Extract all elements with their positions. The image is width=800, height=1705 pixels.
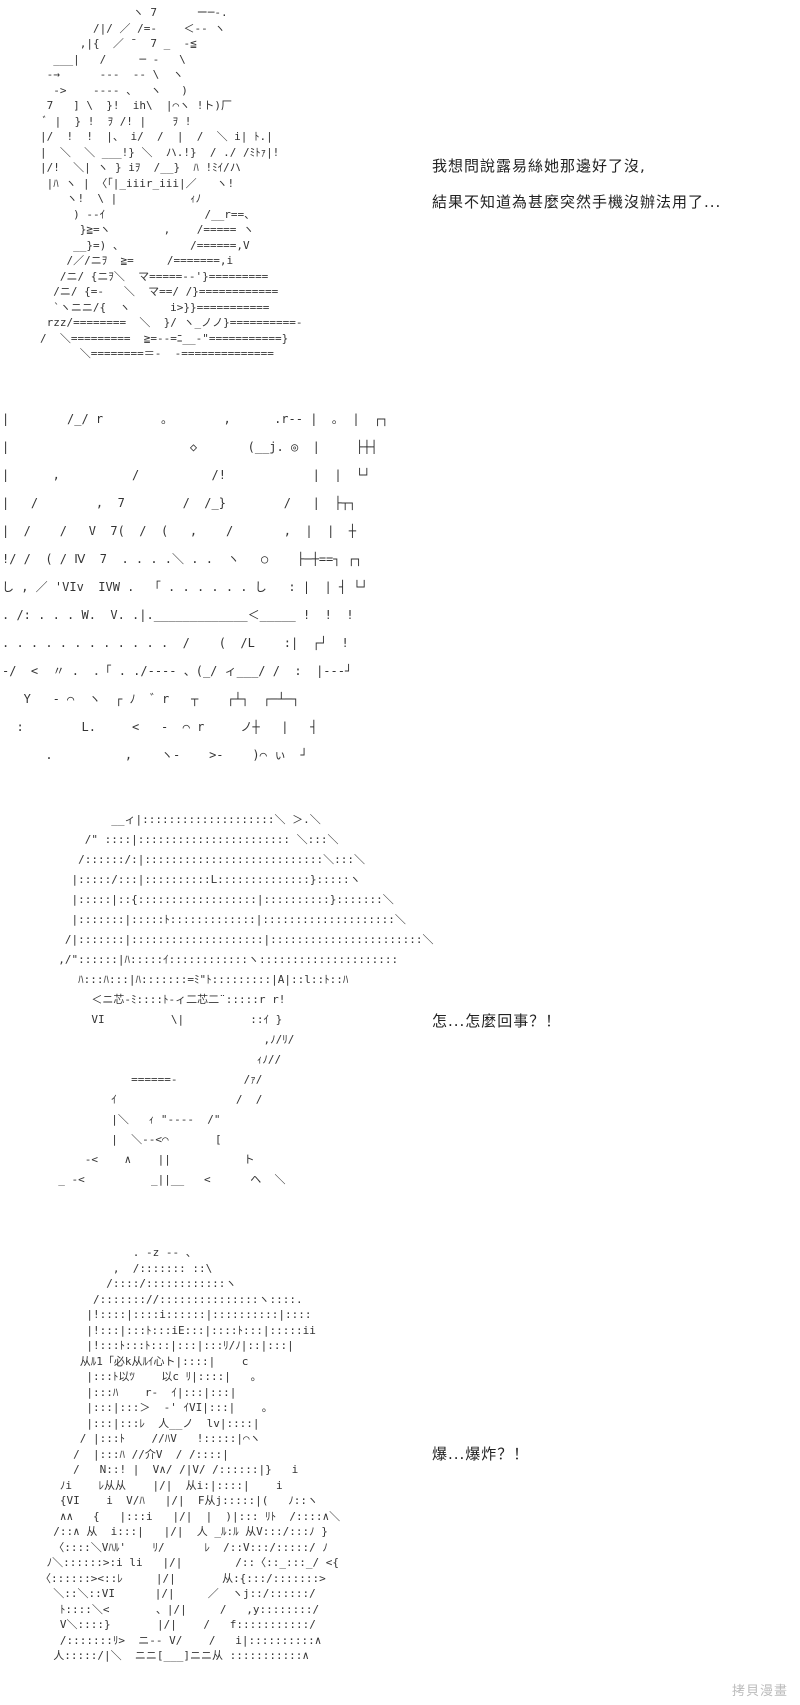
ascii-art-line: |ﾊ ヽ | 〈「|_iiir_iii|／ ヽ! (40, 176, 235, 190)
panel-4: . -z ‐‐ 、 , /::::::: ::\ /::::/:::::::::… (0, 1240, 800, 1705)
ascii-art-line: rzz/======== ＼ }/ ヽ_ノノ}==========‐ (40, 316, 303, 329)
ascii-art-line: | ＼‐‐<⌒ [ (45, 1133, 222, 1146)
ascii-art-line: : L. < ‐ ⌒ r ノ┼ | ┤ (2, 720, 318, 734)
dialog-text: 我想問說露易絲她那邊好了沒, 結果不知道為甚麼突然手機沒辦法用了... (432, 148, 721, 220)
ascii-art-line: . . . . . . . . . . . . / ( /L :| ┌┘ ! (2, 636, 349, 650)
ascii-art-line: {VI i V/ﾊ |/| F从j:::::|( ﾉ::ヽ (40, 1494, 319, 1507)
ascii-art-line: |/ ! ! |、 i/ / | / ＼ i| ﾄ.| (40, 130, 273, 143)
ascii-art-line: /|/ ／ /=‐ ＜‐‐ ヽ (40, 21, 226, 35)
ascii-art-explosion: | /_/ r 。 , .r‐‐ | ｡ | ┌┐ | ◇ (__j. ◎ | ├… (2, 405, 388, 769)
ascii-art-line: ﾞ | } ! ｦ /! | ｦ ! (40, 114, 192, 128)
panel-3: __ィ|::::::::::::::::::::＼ ＞.＼ /" ::::|::… (0, 805, 800, 1225)
ascii-art-line: |!::::|::::i::::::|::::::::::|:::: (40, 1308, 312, 1321)
ascii-art-line: | ＼ ＼ ___!} ＼ ハ.!} / ./ /ﾐﾄｧ|! (40, 145, 280, 159)
ascii-art-line: ‐/ < 〃 . ．「 . ./‐‐‐‐ 、(_/ ィ___/ / : |‐‐‐… (2, 664, 353, 678)
dialog-line: 結果不知道為甚麼突然手機沒辦法用了... (432, 193, 722, 211)
ascii-art-line: !/ / ( / Ⅳ 7 . . . .＼ . . ヽ ○ ├─┼==┐ ┌┐ (2, 552, 363, 566)
ascii-art-line: |:::ﾄ以ﾂ 以c ﾘ|::::| 。 (40, 1370, 262, 1383)
ascii-art-line: ｨﾉ// (45, 1053, 282, 1066)
ascii-art-line: | / , 7 / /_} / | ├┬┐ (2, 496, 357, 510)
ascii-art-line: ＼::＼::VI |/| ／ ヽj::/::::::/ (40, 1587, 316, 1600)
ascii-art-line: |:::::::|:::::ﾄ:::::::::::::|:::::::::::… (45, 913, 406, 926)
ascii-art-line: | , / /! | | └┘ (2, 468, 371, 482)
ascii-art-line: |!:::|:::ﾄ:::iE:::|::::ﾄ:::|:::::ii (40, 1323, 316, 1337)
ascii-art-line: /／/ニｦ ≧= /=======,i (40, 254, 234, 267)
ascii-art-line: . , ヽ‐ >‐ )⌒ ぃ ┘ (2, 748, 308, 762)
ascii-art-line: |!:::ﾄ:::ﾄ:::|:::|:::ﾘ/ﾉ|::|:::| (40, 1339, 294, 1352)
ascii-art-line: ＼========＝- -============== (40, 347, 274, 360)
ascii-art-line: ﾉ＼::::::>:i li |/| /::〈::_:::_/ <{ (40, 1556, 340, 1569)
ascii-art-line: ,|{ ／ ̄ 7 _ ‐≦ (40, 37, 197, 50)
ascii-art-line: /::::::/:|:::::::::::::::::::::::::::＼::… (45, 853, 366, 866)
ascii-art-line: ‐→ ‐‐‐ ‐‐ \ ヽ (40, 68, 184, 81)
dialog-line: 怎...怎麼回事？！ (432, 1012, 562, 1030)
ascii-art-girl-figure: . -z ‐‐ 、 , /::::::: ::\ /::::/:::::::::… (40, 1245, 340, 1664)
ascii-art-line: ＜ニ芯‐ﾐ::::ﾄ‐ィ二芯二¨:::::r r! (45, 993, 286, 1006)
ascii-art-boy-face: ヽ 7 ー─‐. /|/ ／ /=‐ ＜‐‐ ヽ ,|{ ／ ̄ 7 _ ‐≦ … (40, 5, 303, 362)
ascii-art-line: | /_/ r 。 , .r‐‐ | ｡ | ┌┐ (2, 412, 389, 426)
dialog-text: 爆...爆炸？！ (432, 1436, 529, 1472)
ascii-art-line: / N::! | V∧/ /|V/ /::::::|} i (40, 1463, 299, 1476)
ascii-art-line: |:::|:::ﾚ 人__ノ lv|::::| (40, 1416, 260, 1430)
ascii-art-line: -> ‐‐‐‐ 、 ヽ ) (40, 83, 188, 97)
ascii-art-line: ﾊ:::ﾊ:::|ﾊ:::::::=ﾐ"ﾄ:::::::::|A|::l::ﾄ:… (45, 973, 349, 986)
ascii-art-line: `ヽニニ/{ ヽ i>}}=========== (40, 300, 270, 314)
ascii-art-line: /::∧ 从 i:::| |/| 人 _ﾙ:ﾙ 从V:::/:::ﾉ } (40, 1525, 328, 1538)
ascii-art-line: /|:::::::|::::::::::::::::::::|:::::::::… (45, 933, 434, 946)
ascii-art-line: |:::ﾊ r‐ ｲ|:::|:::| (40, 1385, 237, 1399)
ascii-art-line: ,ﾉ/ﾘ/ (45, 1033, 295, 1046)
ascii-art-line: ,/"::::::|ﾊ:::::ｲ::::::::::::ヽ::::::::::… (45, 953, 405, 966)
ascii-art-line: |:::::|::{::::::::::::::::::|::::::::::}… (45, 893, 394, 906)
ascii-art-line: ヽ 7 ー─‐. (40, 6, 228, 19)
ascii-art-line: V＼::::} |/| / f:::::::::::/ (40, 1618, 316, 1631)
ascii-art-line: | / / V 7( / ( , / , | | ┼ (2, 524, 357, 538)
watermark: 拷貝漫畫 (731, 1684, 788, 1699)
ascii-art-line: |＼ ｨ "‐‐‐‐ /" (45, 1113, 221, 1126)
ascii-art-line: 从ﾙ1「必k从ﾙｲ心ト|::::| c (40, 1354, 249, 1368)
ascii-art-line: /::::::://:::::::::::::::ヽ::::. (40, 1292, 303, 1306)
panel-1: ヽ 7 ー─‐. /|/ ／ /=‐ ＜‐‐ ヽ ,|{ ／ ̄ 7 _ ‐≦ … (0, 0, 800, 380)
ascii-art-line: VI \| ::ｲ } (45, 1013, 283, 1026)
ascii-art-line: ___| / ─ - \ (40, 52, 186, 66)
ascii-art-line: . -z ‐‐ 、 (40, 1246, 197, 1259)
ascii-art-line: 〈::::＼Vﾊﾙ' ﾘ/ ﾚ /::V:::/:::::/ ﾉ (40, 1540, 328, 1554)
ascii-art-line: /ニ/ {ニｦ＼ マ=====‐‐'}========= (40, 269, 269, 283)
dialog-line: 我想問說露易絲她那邊好了沒, (432, 157, 646, 175)
ascii-art-line: ﾄ::::＼< 、|/| / ,y::::::::/ (40, 1602, 320, 1616)
ascii-art-line: __ィ|::::::::::::::::::::＼ ＞.＼ (45, 813, 321, 826)
ascii-art-line: /::::/::::::::::::ヽ (40, 1277, 237, 1290)
ascii-art-line: __}=) 、 /======,V (40, 238, 250, 252)
ascii-art-line: , /::::::: ::\ (40, 1261, 213, 1275)
ascii-art-line: / |:::ﾊ //介V / /::::| (40, 1447, 229, 1461)
ascii-art-shocked-face: __ィ|::::::::::::::::::::＼ ＞.＼ /" ::::|::… (45, 810, 434, 1190)
ascii-art-line: ﾉi ﾚ从从 |/| 从i:|::::| i (40, 1478, 283, 1492)
panel-2: | /_/ r 。 , .r‐‐ | ｡ | ┌┐ | ◇ (__j. ◎ | ├… (0, 400, 800, 800)
ascii-art-line: |:::|:::＞ ‐' ｲVI|:::| 。 (40, 1401, 273, 1414)
ascii-art-line: /" ::::|::::::::::::::::::::::: ＼:::＼ (45, 833, 339, 846)
dialog-text: 怎...怎麼回事？！ (432, 1003, 561, 1039)
ascii-art-line: | ◇ (__j. ◎ | ├┼┤ (2, 440, 378, 454)
ascii-art-line: Y ‐ ⌒ ヽ ┌ ﾉ ゛r ┬ ┌┴┐ ┌─┴─┐ (2, 692, 300, 706)
ascii-art-line: }≧=ヽ , /===== ヽ (40, 223, 255, 236)
ascii-art-line: ∧∧ { |:::i |/| | )|::: ﾘﾄ /::::∧＼ (40, 1509, 341, 1523)
ascii-art-line: 7 ] \ }! ih\ |⌒ヽ !ト)厂 (40, 99, 232, 112)
ascii-art-line: ｲ / / (45, 1093, 263, 1106)
ascii-art-line: . /: . . . W. V. .|._____________＜_____ … (2, 608, 354, 622)
ascii-art-line: 〈::::::><::ﾚ |/| 从:{:::/:::::::> (40, 1571, 326, 1585)
ascii-art-line: ‐< ∧ || ト (45, 1153, 255, 1166)
ascii-art-line: / ＼========= ≧=‐‐=ﾆ__‐"===========} (40, 331, 289, 345)
ascii-art-line: |:::::/:::|::::::::::L::::::::::::::}:::… (45, 873, 361, 886)
ascii-art-line: 人:::::/|＼ ニニ[___]ニニ从 :::::::::::∧ (40, 1649, 310, 1662)
dialog-line: 爆...爆炸？！ (432, 1445, 530, 1463)
ascii-art-line: /:::::::ﾘ> ニ‐‐ V/ / i|::::::::::∧ (40, 1633, 322, 1647)
ascii-art-line: _ ‐< _||__ < ヘ ＼ (45, 1173, 286, 1186)
ascii-art-line: ======- /ｧ/ (45, 1073, 263, 1086)
ascii-art-line: |/! ＼| ヽ } iｦ /__} ﾊ !ﾐｲ/ハ (40, 161, 241, 174)
ascii-art-line: ヽ! \ | ｨﾉ (40, 192, 202, 205)
ascii-art-line: ) ‐‐ｲ /__r==、 (40, 207, 256, 221)
ascii-art-line: /ニ/ {=- ＼ マ==/ /}============ (40, 285, 279, 298)
ascii-art-line: / |:::ﾄ //ﾊV !:::::|⌒ヽ (40, 1432, 261, 1445)
ascii-art-line: し , ／ 'VIv IVW . 「 . . . . . . し : | | ┤… (2, 580, 368, 594)
